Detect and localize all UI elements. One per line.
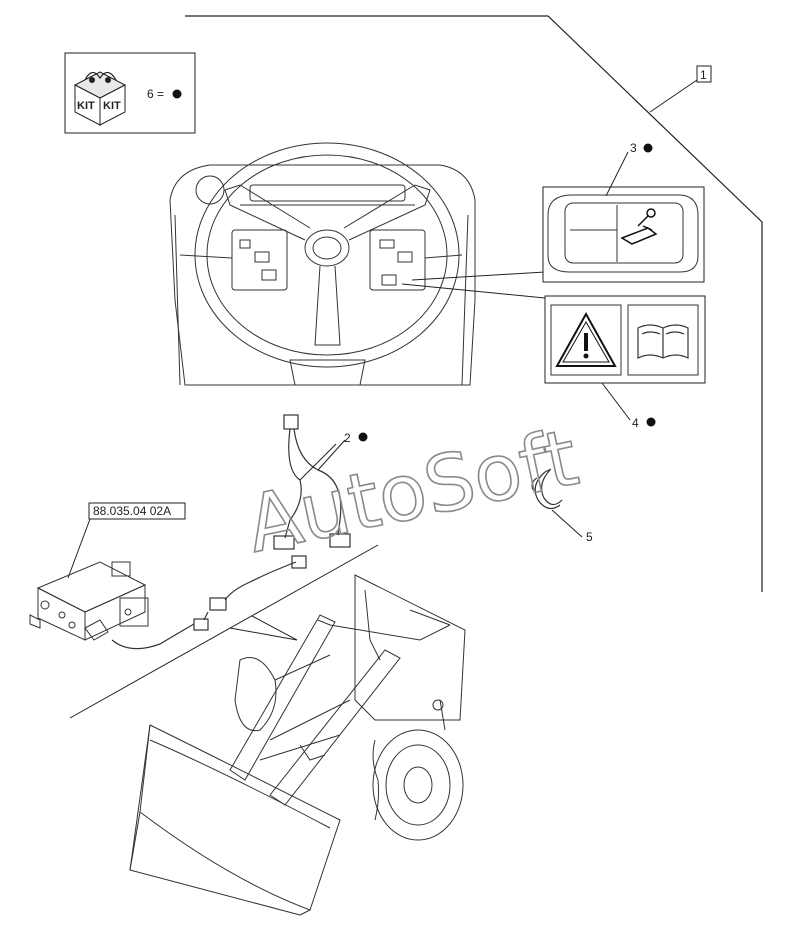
reference-label: 88.035.04 02A	[93, 504, 171, 518]
kit-box-icon: KIT KIT	[73, 71, 127, 126]
leader-3	[605, 151, 629, 197]
section-line	[69, 544, 379, 719]
steering-wheel-illustration	[169, 142, 476, 386]
cable-tie	[531, 468, 563, 510]
item-3-frame	[542, 186, 705, 283]
loader-bucket-symbol-icon	[620, 208, 658, 245]
control-valve	[29, 561, 149, 641]
warning-triangle-icon	[555, 311, 617, 367]
callout-1-label: 1	[700, 68, 707, 82]
leader-5	[551, 509, 583, 538]
kit-left-label: KIT	[77, 100, 95, 112]
reference-box	[88, 502, 186, 520]
loader-switch	[547, 194, 699, 273]
bullet-dot-icon	[643, 143, 653, 153]
leader-reference	[67, 518, 91, 579]
leader-4-decal	[401, 283, 546, 299]
item-4-frame	[544, 295, 706, 384]
watermark-text: AutoSoft	[239, 413, 585, 571]
leader-harness	[299, 443, 337, 481]
front-loader-illustration	[129, 574, 466, 916]
wiring-harness	[111, 414, 351, 650]
callout-4-label: 4	[632, 416, 639, 430]
bullet-dot-icon	[358, 432, 368, 442]
bullet-dot-icon	[646, 417, 656, 427]
watermark: AutoSoft	[238, 412, 586, 571]
callout-2-label: 2	[344, 431, 351, 445]
bullet-dot-icon	[172, 89, 182, 99]
section-line	[229, 627, 298, 641]
callout-box-1	[696, 65, 712, 83]
section-line	[251, 615, 298, 641]
leader-1	[649, 79, 698, 113]
callout-3-label: 3	[630, 141, 637, 155]
callout-5-label: 5	[586, 530, 593, 544]
manual-book-icon	[637, 324, 689, 359]
bracket-line-1	[185, 15, 763, 592]
callout-6-label: 6 =	[147, 87, 164, 101]
kit-panel: KIT KIT 6 =	[64, 52, 196, 134]
kit-right-label: KIT	[103, 100, 121, 112]
leader-4	[601, 382, 631, 421]
leader-3-switch	[411, 271, 546, 281]
